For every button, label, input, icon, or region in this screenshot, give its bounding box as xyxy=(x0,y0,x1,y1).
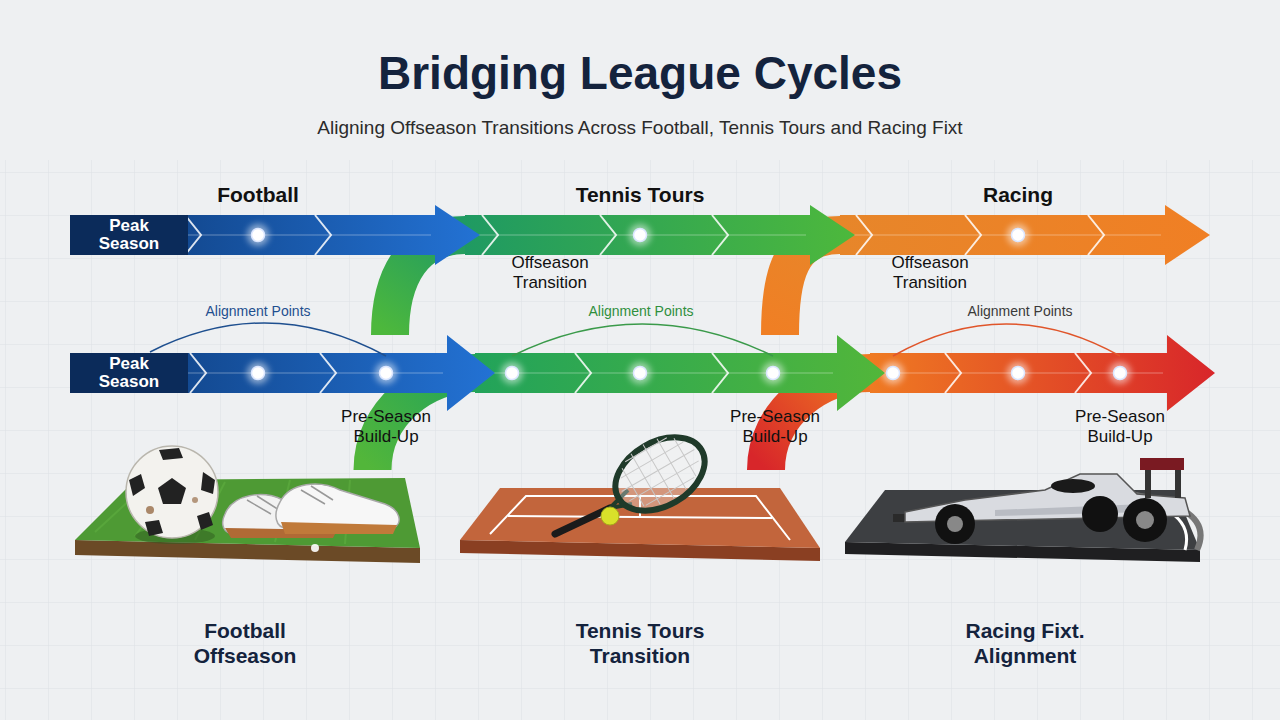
alignment-arc xyxy=(512,324,773,356)
sport-heading: Racing xyxy=(918,183,1118,207)
season-band: RacingOffseason Transition xyxy=(840,205,1210,265)
phase-tag: Peak Season xyxy=(70,353,188,393)
season-band: Pre-Season Build-Up xyxy=(870,335,1215,411)
phase-note: Offseason Transition xyxy=(875,253,985,293)
sport-tile: Football Offseason xyxy=(75,470,425,670)
alignment-label: Alignment Points xyxy=(940,303,1100,320)
sport-tile: Racing Fixt. Alignment xyxy=(845,470,1205,670)
season-band: Peak SeasonPre-Season Build-Up xyxy=(70,335,495,411)
season-band: FootballPeak Season xyxy=(70,205,480,265)
tile-caption: Racing Fixt. Alignment xyxy=(950,618,1100,668)
phase-note: Pre-Season Build-Up xyxy=(715,407,835,447)
phase-note: Pre-Season Build-Up xyxy=(326,407,446,447)
alignment-arc xyxy=(150,323,386,356)
alignment-label: Alignment Points xyxy=(178,303,338,320)
band-arrow xyxy=(475,335,885,411)
phase-note: Offseason Transition xyxy=(495,253,605,293)
tile-caption: Football Offseason xyxy=(170,618,320,668)
band-arrow xyxy=(870,335,1215,411)
season-band: Pre-Season Build-Up xyxy=(475,335,885,411)
alignment-label: Alignment Points xyxy=(561,303,721,320)
sport-heading: Football xyxy=(158,183,358,207)
diagram-title: Bridging League Cycles xyxy=(0,46,1280,100)
phase-tag: Peak Season xyxy=(70,215,188,255)
phase-note: Pre-Season Build-Up xyxy=(1060,407,1180,447)
diagram-subtitle: Aligning Offseason Transitions Across Fo… xyxy=(0,116,1280,140)
sport-tile: Tennis Tours Transition xyxy=(460,470,820,670)
alignment-arc xyxy=(893,324,1120,356)
sport-heading: Tennis Tours xyxy=(540,183,740,207)
season-band: Tennis ToursOffseason Transition xyxy=(465,205,855,265)
tile-caption: Tennis Tours Transition xyxy=(565,618,715,668)
